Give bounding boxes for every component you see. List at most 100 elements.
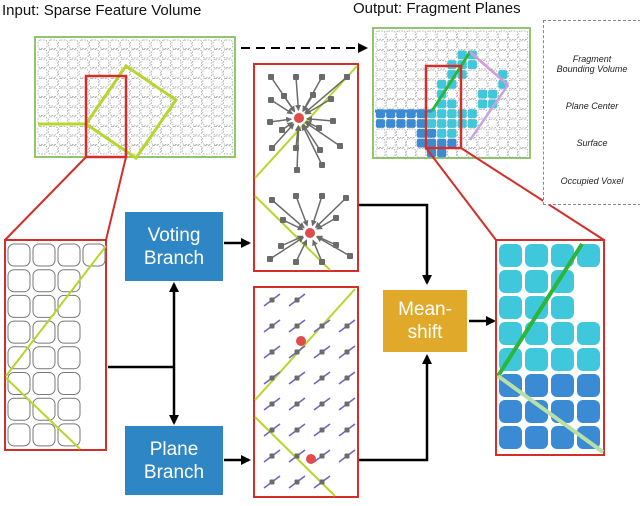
input-voxel xyxy=(150,49,161,59)
input-voxel xyxy=(140,68,151,78)
output-voxel xyxy=(385,89,396,99)
output-voxel xyxy=(508,30,518,40)
output-voxel xyxy=(467,148,478,158)
output-voxel xyxy=(416,40,427,50)
input-voxel xyxy=(212,58,223,68)
output-voxel xyxy=(477,138,488,148)
zoomed-voxel xyxy=(57,346,81,370)
output-voxel xyxy=(375,89,386,99)
input-title: Input: Sparse Feature Volume xyxy=(2,2,202,19)
output-cyan-voxel xyxy=(437,80,447,89)
output-voxel xyxy=(385,79,396,89)
output-voxel xyxy=(396,138,406,148)
input-voxel xyxy=(161,58,171,68)
input-voxel xyxy=(68,97,79,107)
output-voxel xyxy=(447,40,457,50)
output-voxel xyxy=(467,138,478,148)
input-voxel xyxy=(37,126,48,136)
output-cyan-voxel xyxy=(447,119,457,128)
input-voxel xyxy=(212,145,223,155)
zoomed-voxel xyxy=(57,423,81,447)
voxel-point xyxy=(269,375,275,381)
input-voxel xyxy=(78,68,89,78)
output-voxel xyxy=(396,148,406,158)
voxel-point xyxy=(294,375,300,381)
input-voxel xyxy=(150,39,161,49)
input-volume xyxy=(34,36,236,161)
output-voxel xyxy=(396,50,406,60)
input-voxel xyxy=(89,58,99,68)
output-voxel xyxy=(426,30,437,40)
output-voxel xyxy=(518,138,529,148)
input-voxel xyxy=(120,135,130,145)
input-voxel xyxy=(223,116,233,126)
input-voxel xyxy=(161,49,171,59)
input-voxel xyxy=(192,116,202,126)
input-voxel xyxy=(120,145,130,155)
output-voxel xyxy=(406,40,416,50)
voxel-point xyxy=(344,375,350,381)
output-voxel xyxy=(477,50,488,60)
zoomed-voxel xyxy=(7,269,31,293)
input-voxel xyxy=(130,78,141,88)
voxel-point xyxy=(294,401,300,407)
input-voxel xyxy=(212,49,223,59)
input-voxel xyxy=(140,106,151,116)
input-voxel xyxy=(68,135,79,145)
output-blue-voxel xyxy=(437,148,447,158)
input-voxel xyxy=(181,68,192,78)
zoomed-voxel xyxy=(32,372,56,395)
output-voxel xyxy=(406,89,416,99)
output-voxel xyxy=(518,50,529,60)
zoomed-voxel xyxy=(57,372,81,395)
zoomed-voxel xyxy=(32,423,56,447)
input-voxel xyxy=(171,87,182,97)
input-voxel xyxy=(192,106,202,116)
zoomed-output-voxel xyxy=(551,244,574,267)
input-surface-diamond xyxy=(83,63,179,161)
output-voxel xyxy=(406,69,416,80)
output-voxel xyxy=(477,60,488,70)
zoomed-voxel xyxy=(7,243,31,267)
voxel-point xyxy=(319,323,325,329)
output-voxel xyxy=(436,69,447,80)
input-voxel xyxy=(37,135,48,145)
input-voxel xyxy=(47,49,58,59)
output-voxel xyxy=(406,138,416,148)
vote-vector xyxy=(316,217,337,230)
output-cyan-voxel xyxy=(447,60,457,69)
output-blue-voxel xyxy=(386,119,396,128)
input-voxel xyxy=(78,145,89,155)
meanshift-line2: shift xyxy=(407,322,443,343)
zoomed-voxel xyxy=(7,423,31,447)
output-voxel xyxy=(396,89,406,99)
output-voxel xyxy=(518,99,529,109)
zoomed-output-voxel xyxy=(551,426,574,449)
output-voxel xyxy=(396,69,406,80)
input-voxel xyxy=(37,87,48,97)
vote-vector xyxy=(269,116,293,123)
voxel-point xyxy=(269,323,275,329)
output-blue-voxel xyxy=(416,119,426,128)
output-voxel xyxy=(467,128,478,138)
output-zoom-line-left xyxy=(425,147,497,241)
output-voxel xyxy=(487,148,498,158)
output-blue-voxel xyxy=(416,138,426,148)
output-voxel xyxy=(498,109,508,119)
input-voxel xyxy=(58,87,68,97)
legend-bbox-line1: Fragment xyxy=(572,54,612,64)
output-voxel xyxy=(447,50,457,60)
output-voxel xyxy=(385,69,396,80)
vote-vector xyxy=(270,99,294,115)
output-cyan-voxel xyxy=(467,109,477,118)
output-voxel xyxy=(487,40,498,50)
input-voxel xyxy=(171,39,182,49)
output-voxel xyxy=(518,60,529,70)
input-voxel xyxy=(37,97,48,107)
zoomed-voxel xyxy=(7,372,31,395)
legend-center-label: Plane Center xyxy=(565,101,619,111)
zoomed-plane-light xyxy=(496,374,605,454)
output-voxel xyxy=(457,99,467,109)
input-voxel xyxy=(212,87,223,97)
